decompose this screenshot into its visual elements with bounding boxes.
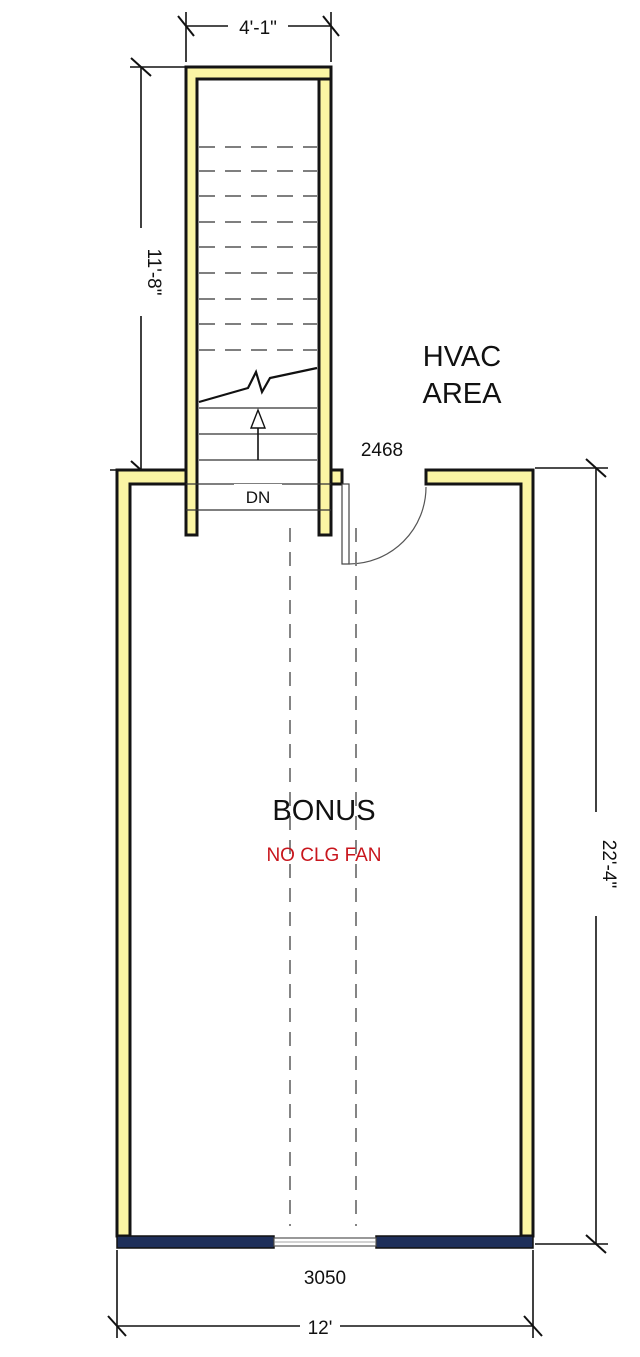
hvac-label-line1: HVAC bbox=[423, 341, 501, 373]
dimension-room-width: 12' bbox=[107, 1250, 543, 1340]
room-note: NO CLG FAN bbox=[266, 845, 381, 866]
walls bbox=[115, 65, 535, 1238]
ceiling-dashed-lines bbox=[289, 528, 357, 1226]
stair-arrow-icon bbox=[249, 408, 267, 460]
dimension-stair-length: 11'-8" bbox=[110, 57, 186, 480]
bottom-wall-right bbox=[375, 1235, 534, 1249]
stair-break-line bbox=[198, 366, 318, 404]
dimension-room-depth: 22'-4" bbox=[535, 458, 619, 1254]
dim-room-width-text: 12' bbox=[308, 1318, 333, 1339]
window-tag: 3050 bbox=[304, 1268, 346, 1289]
dimension-stair-width: 4'-1" bbox=[177, 12, 340, 62]
bottom-wall-left bbox=[116, 1235, 275, 1249]
room-wall-left bbox=[115, 468, 188, 1238]
wall-stub-door bbox=[329, 468, 344, 486]
stair-wall-left bbox=[184, 65, 333, 537]
stair-wall-right bbox=[317, 77, 333, 537]
hvac-label-line2: AREA bbox=[423, 378, 503, 410]
door-tag: 2468 bbox=[361, 440, 403, 461]
room-wall-right bbox=[424, 468, 535, 1238]
stair: DN bbox=[186, 146, 331, 511]
room-name: BONUS bbox=[272, 795, 375, 827]
bottom-wall: 3050 bbox=[116, 1235, 534, 1289]
stair-label: DN bbox=[246, 488, 271, 507]
dim-stair-length-text: 11'-8" bbox=[143, 249, 164, 296]
dim-stair-width-text: 4'-1" bbox=[239, 18, 277, 39]
door-2468: 2468 bbox=[341, 440, 427, 565]
dim-room-depth-text: 22'-4" bbox=[598, 840, 619, 888]
